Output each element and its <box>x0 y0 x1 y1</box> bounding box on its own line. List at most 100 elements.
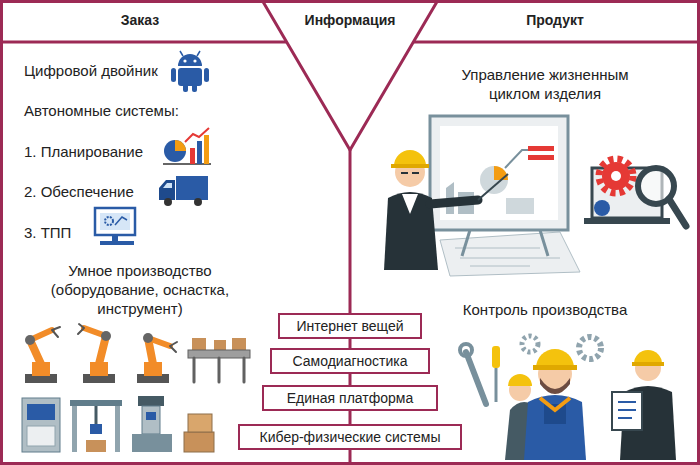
laptop-gear-illustration-part <box>594 200 610 216</box>
workers-illustration-part <box>524 395 586 460</box>
robot-arms-part-part <box>214 340 226 350</box>
info-box: Кибер-физические системы <box>238 424 462 450</box>
presenter-illustration-part <box>402 194 418 214</box>
frame-lines-part <box>349 150 352 465</box>
robot-arms-part <box>188 338 250 382</box>
info-box: Единая платформа <box>262 385 438 411</box>
truck-icon <box>159 176 208 206</box>
presenter-illustration-part <box>430 200 478 204</box>
box-text: Интернет вещей <box>296 318 403 335</box>
truck-icon-part <box>159 180 175 200</box>
presenter-illustration-part <box>394 150 426 166</box>
presenter-illustration-part <box>505 150 528 168</box>
robot-arms-part-part <box>194 358 244 382</box>
presenter-illustration-part <box>462 230 548 256</box>
presenter-illustration-part <box>478 174 508 200</box>
android-icon-part <box>192 84 197 92</box>
workers-illustration <box>460 336 676 460</box>
item-label: Автономные системы: <box>24 102 179 121</box>
machines-part <box>22 398 60 452</box>
column-heading: Заказ <box>121 12 159 30</box>
machines-part-part <box>188 414 212 432</box>
section-label: Контроль производства <box>463 301 627 320</box>
robot-arms-part-part <box>52 327 60 337</box>
workers-illustration-part <box>533 365 577 370</box>
robot-arms-part <box>25 327 60 383</box>
android-icon-part <box>178 68 202 86</box>
presenter-illustration-part <box>528 146 554 151</box>
machines-part-part <box>132 434 172 452</box>
machines-part-part <box>70 400 122 406</box>
chart-icon-part <box>197 141 202 164</box>
machines-part-part <box>72 406 77 452</box>
robot-arms-part-part <box>101 331 111 341</box>
machines-part-part <box>27 404 55 420</box>
computer-icon-part <box>100 241 134 245</box>
machines-part-part <box>95 406 98 424</box>
computer-icon-part <box>112 235 118 241</box>
item-label: 2. Обеспечение <box>24 183 134 202</box>
chart-icon-part <box>185 128 209 142</box>
box-text: Кибер-физические системы <box>260 429 441 446</box>
chart-icon-part <box>190 148 195 164</box>
workers-illustration-part <box>544 404 566 424</box>
frame-lines-part <box>262 0 438 150</box>
machines-part-part <box>22 398 60 452</box>
machines-part-part <box>184 432 214 452</box>
computer-icon-part <box>105 217 113 225</box>
robot-arms-part-part <box>143 333 153 343</box>
presenter-illustration-part <box>401 172 419 174</box>
chart-icon <box>163 128 211 164</box>
item-label: 3. ТПП <box>24 224 71 243</box>
workers-illustration-part <box>632 362 664 366</box>
workers-illustration-part <box>495 368 498 402</box>
laptop-gear-illustration-part <box>602 162 630 190</box>
machines-part-part <box>146 412 156 420</box>
machines-part-part <box>115 406 120 452</box>
robot-arms-part <box>137 333 177 383</box>
chart-icon-part <box>204 135 209 164</box>
robot-arms-part-part <box>170 342 177 352</box>
workers-illustration-part <box>634 350 662 364</box>
android-icon-part <box>171 68 176 82</box>
laptop-gear-illustration-part <box>611 171 621 181</box>
android-icon-part <box>193 59 196 62</box>
chart-icon-part <box>164 140 186 162</box>
workers-illustration-part <box>540 378 570 394</box>
column-heading: Продукт <box>526 12 584 30</box>
truck-icon-part <box>176 176 208 200</box>
computer-icon-part <box>95 208 135 235</box>
workers-illustration-part <box>618 402 636 418</box>
laptop-gear-illustration <box>584 159 686 226</box>
item-label: Цифровой двойник <box>24 62 158 81</box>
truck-icon-part <box>164 198 172 206</box>
laptop-gear-illustration-part <box>599 159 633 193</box>
android-icon-part <box>204 68 209 82</box>
android-icon-part <box>178 54 202 66</box>
truck-icon-part <box>194 198 202 206</box>
robot-arms-part-part <box>232 338 246 350</box>
machines <box>22 396 214 452</box>
android-icon-part <box>180 51 200 56</box>
machines-part-part <box>142 406 160 434</box>
presenter-illustration-part <box>480 166 508 194</box>
presenter-illustration-part <box>440 232 580 276</box>
workers-illustration-part <box>579 337 601 359</box>
machines-part-part <box>138 396 164 406</box>
machines-part-part <box>86 440 106 452</box>
workers-illustration-part <box>492 346 500 368</box>
workers-illustration-part <box>508 374 532 386</box>
computer-icon-part <box>115 217 127 225</box>
chart-icon-part <box>175 140 186 151</box>
workers-illustration-part <box>466 352 486 404</box>
chart-icon-part <box>163 163 211 165</box>
robot-arms-part-part <box>192 338 206 350</box>
presenter-illustration-part <box>506 198 534 214</box>
box-text: Самодиагностика <box>292 353 407 370</box>
robot-arms-part <box>78 324 115 383</box>
box-text: Единая платформа <box>287 390 413 407</box>
robot-arms <box>25 324 250 383</box>
section-label: Управление жизненным циклом изделия <box>443 66 648 104</box>
